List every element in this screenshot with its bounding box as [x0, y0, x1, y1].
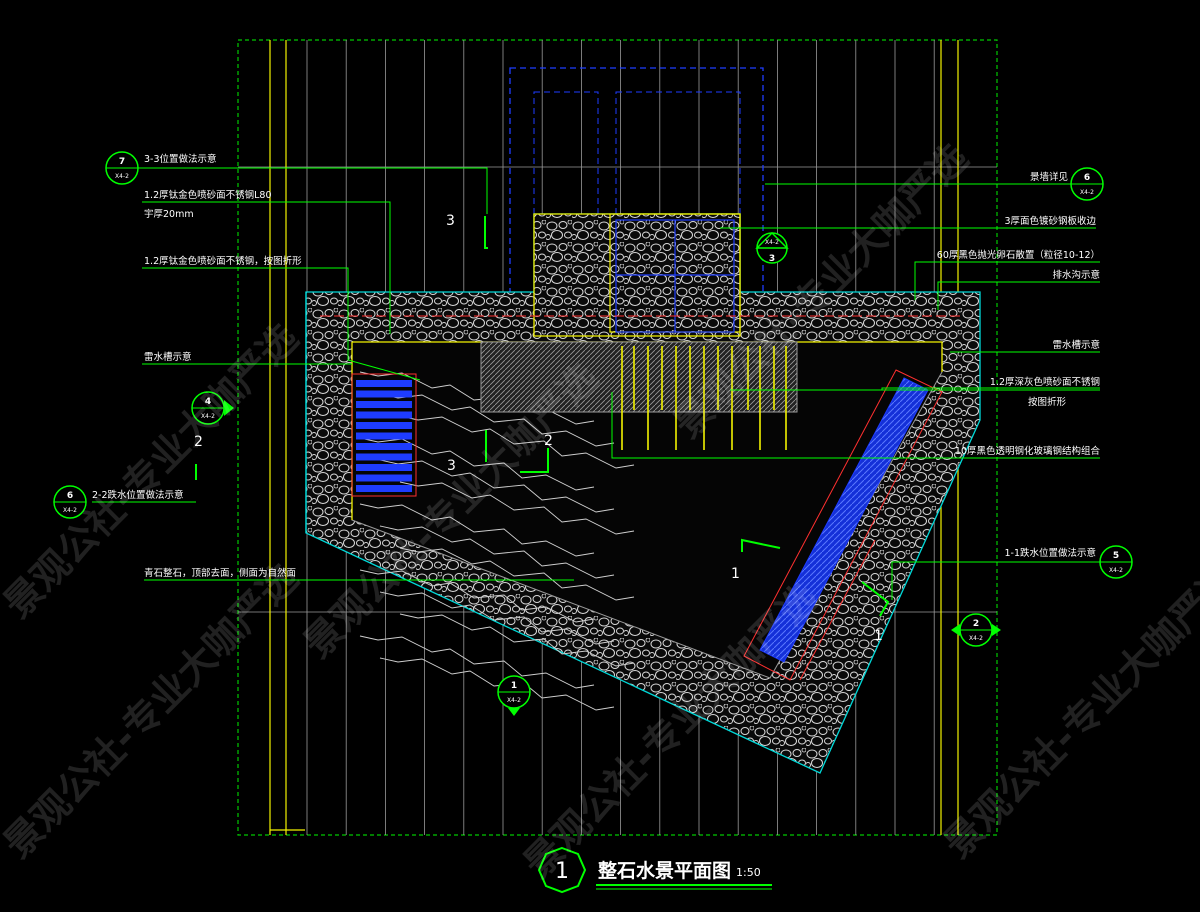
svg-text:X4-2: X4-2	[507, 697, 521, 704]
detail-bubble: 5 X4-2	[1099, 545, 1133, 579]
annotation-text: 1.2厚钛金色喷砂面不锈钢，按图折形	[144, 255, 302, 267]
annotation-text: 排水沟示意	[1052, 269, 1100, 281]
water-ripple	[399, 547, 635, 601]
stone-slab	[480, 341, 798, 450]
section-label: 3	[447, 458, 456, 474]
section-marks	[195, 216, 890, 617]
detail-bubble: 7 X4-2	[105, 151, 139, 185]
title-text: 整石水景平面图	[598, 859, 731, 882]
section-bubble: 1 X4-2	[497, 675, 531, 716]
water-ripple	[359, 635, 595, 689]
overflow-slat	[356, 443, 412, 450]
svg-text:1: 1	[511, 681, 517, 691]
overflow-slat	[356, 474, 412, 482]
overflow-slat	[356, 401, 412, 408]
water-ripple	[359, 569, 595, 623]
overflow-slat	[356, 380, 412, 387]
section-label: 2	[544, 433, 553, 449]
annotation-text: 宇厚20mm	[144, 208, 194, 220]
water-ripple	[379, 591, 615, 645]
svg-text:3: 3	[769, 254, 775, 264]
detail-bubble: 6 X4-2	[53, 485, 87, 519]
overflow-slat	[356, 464, 412, 471]
svg-text:X4-2: X4-2	[1109, 567, 1123, 574]
annotation-text: 3-3位置做法示意	[144, 153, 217, 165]
annotation-text: 1-1跌水位置做法示意	[1004, 547, 1096, 559]
svg-text:X4-2: X4-2	[63, 507, 77, 514]
left-overflow-channel	[351, 373, 417, 497]
water-ripple	[399, 415, 635, 469]
water-ripple	[379, 657, 615, 711]
annotation-text: 10厚黑色透明钢化玻璃钢结构组合	[955, 445, 1101, 457]
svg-text:4: 4	[205, 397, 211, 407]
section-bubble: 4 X4-2	[191, 391, 234, 425]
section-label: 2	[194, 434, 203, 450]
section-label: 3	[446, 213, 455, 229]
annotation-text: 按图折形	[1028, 396, 1067, 408]
annotation-text: 景墙详见	[1030, 171, 1068, 183]
svg-text:6: 6	[67, 491, 73, 501]
water-ripple	[379, 459, 615, 513]
svg-text:X4-2: X4-2	[201, 413, 215, 420]
annotation-text: 2-2跌水位置做法示意	[92, 489, 184, 501]
annotations-right: 景墙详见 3厚面色镀砂钢板收边 60厚黑色抛光卵石散置（粒径10-12） 排水沟…	[937, 171, 1101, 559]
overflow-slat	[356, 453, 412, 461]
annotation-text: 3厚面色镀砂钢板收边	[1004, 215, 1096, 227]
svg-text:X4-2: X4-2	[969, 635, 983, 642]
svg-text:X4-2: X4-2	[765, 239, 779, 246]
overflow-slat	[356, 422, 412, 429]
water-ripple	[399, 613, 635, 667]
svg-text:5: 5	[1113, 551, 1119, 561]
section-label: 1	[874, 628, 883, 644]
annotations-left: 3-3位置做法示意 1.2厚钛金色喷砂面不锈钢L80 宇厚20mm 1.2厚钛金…	[92, 153, 302, 579]
overflow-slat	[356, 411, 412, 419]
annotation-text: 1.2厚钛金色喷砂面不锈钢L80	[144, 189, 272, 201]
section-label: 1	[731, 566, 740, 582]
title-scale: 1:50	[736, 866, 761, 879]
water-ripple	[359, 503, 595, 557]
svg-text:X4-2: X4-2	[115, 173, 129, 180]
annotation-text: 雷水槽示意	[144, 351, 192, 363]
diagonal-overflow-channel	[743, 369, 943, 681]
svg-text:X4-2: X4-2	[1080, 189, 1094, 196]
title-number-badge	[537, 846, 587, 894]
section-mark-labels: 3 2 2 3 1 1	[194, 213, 883, 644]
section-bubble: X4-2 3	[755, 231, 789, 264]
overflow-slat	[356, 485, 412, 492]
water-ripple	[399, 481, 635, 535]
watermark-text: 景观公社-专业大咖严选	[935, 555, 1200, 866]
overflow-slat	[356, 390, 412, 398]
water-ripple	[379, 525, 615, 579]
annotation-text: 60厚黑色抛光卵石散置（粒径10-12）	[937, 249, 1100, 261]
leader-lines	[92, 167, 1100, 600]
annotation-text: 青石整石，顶部去面，侧面为自然面	[144, 567, 296, 579]
overflow-slat	[356, 432, 412, 440]
water-ripple	[379, 393, 615, 447]
annotation-text: 1.2厚深灰色喷砂面不锈钢	[990, 376, 1100, 388]
svg-text:7: 7	[119, 157, 125, 167]
reference-bubbles: 7 X4-2 6 X4-2 X4-2 3 4 X4-2 6 X4-2	[53, 151, 1133, 716]
svg-text:6: 6	[1084, 173, 1090, 183]
annotation-text: 雷水槽示意	[1052, 339, 1100, 351]
section-bubble: 2 X4-2	[951, 613, 1001, 647]
drawing-title: 1 整石水景平面图 1:50	[537, 846, 772, 894]
water-ripple	[359, 437, 595, 491]
frame-border	[237, 39, 998, 836]
title-number: 1	[555, 859, 569, 884]
svg-text:2: 2	[973, 619, 979, 629]
detail-bubble: 6 X4-2	[1070, 167, 1104, 201]
